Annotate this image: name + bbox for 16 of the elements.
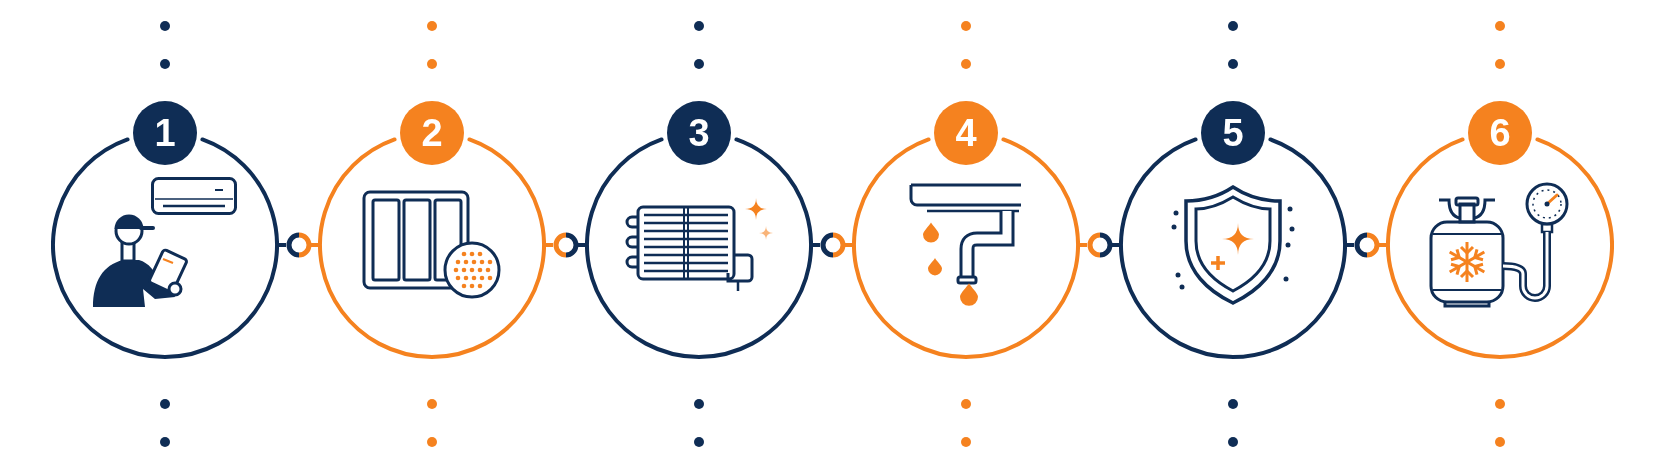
step-number: 5 xyxy=(1201,101,1265,165)
connector-line xyxy=(813,243,820,247)
connector-line xyxy=(1379,243,1386,247)
step-number: 3 xyxy=(667,101,731,165)
step-number: 6 xyxy=(1468,101,1532,165)
step-number: 4 xyxy=(934,101,998,165)
step-number: 1 xyxy=(133,101,197,165)
connector-line xyxy=(578,243,585,247)
connector-line xyxy=(1080,243,1087,247)
connector-line xyxy=(1347,243,1354,247)
step-number: 2 xyxy=(400,101,464,165)
connector-line xyxy=(279,243,286,247)
connector-line xyxy=(546,243,553,247)
connector-line xyxy=(1112,243,1119,247)
connector-line xyxy=(311,243,318,247)
connector-line xyxy=(845,243,852,247)
